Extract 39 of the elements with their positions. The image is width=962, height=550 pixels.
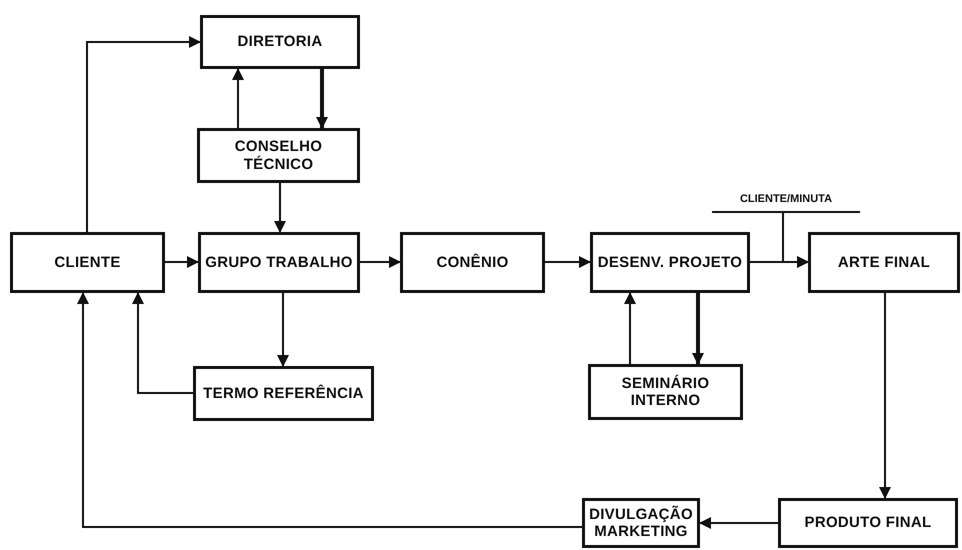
process-box [193,366,374,421]
label-text: CLIENTE/MINUTA [740,193,832,206]
arrow [86,36,201,232]
process-box [778,498,958,548]
process-box [197,128,360,183]
box-label: CONSELHO TÉCNICO [234,138,324,173]
box-label: CLIENTE [53,254,122,272]
arrow [782,213,809,268]
box-label: DIVULGAÇÃO MARKETING [588,506,694,540]
process-box [588,364,743,420]
arrow [132,292,193,394]
process-box [400,232,545,293]
process-box [808,232,960,293]
arrow [879,293,891,499]
box-label: DIRETORIA [236,33,324,51]
process-box [200,15,360,69]
arrow [274,183,286,233]
arrow [316,69,328,129]
arrow [545,256,591,268]
arrow [692,293,704,365]
arrow [77,292,582,528]
arrow [232,68,244,128]
arrow [624,292,636,364]
box-label: GRUPO TRABALHO [204,254,354,272]
box-label: ARTE FINAL [836,254,932,272]
arrow [699,517,778,529]
box-label: DESENV. PROJETO [596,254,744,272]
arrow [360,256,401,268]
box-label: TERMO REFERÊNCIA [202,384,365,402]
underlined-label [712,193,860,213]
arrow [277,293,289,367]
process-box [10,232,165,293]
box-label: CONÊNIO [435,254,510,272]
arrow [165,256,199,268]
process-box [582,498,700,548]
box-label: PRODUTO FINAL [804,514,932,532]
box-label: SEMINÁRIO INTERNO [620,374,710,410]
process-box [198,232,360,293]
process-box [590,232,750,293]
